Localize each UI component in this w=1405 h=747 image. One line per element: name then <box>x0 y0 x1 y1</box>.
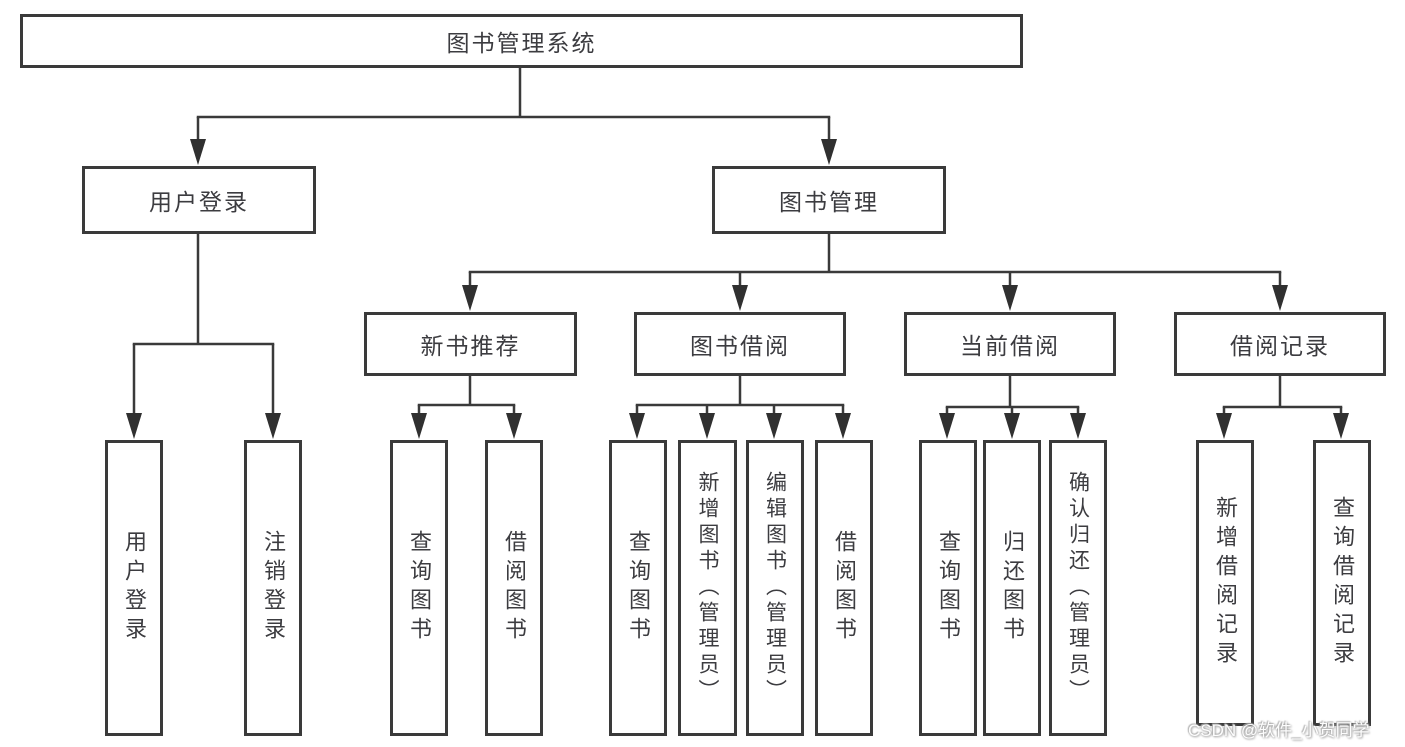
leaf-label: 借阅图书 <box>832 530 857 646</box>
leaf-query-books-current: 查询图书 <box>919 440 977 736</box>
leaf-query-books-borrow: 查询图书 <box>609 440 667 736</box>
node-book-management: 图书管理 <box>712 166 946 234</box>
node-user-login: 用户登录 <box>82 166 316 234</box>
leaf-confirm-return-admin: 确认归还（管理员） <box>1049 440 1107 736</box>
leaf-return-books: 归还图书 <box>983 440 1041 736</box>
leaf-label: 归还图书 <box>1000 530 1025 646</box>
leaf-borrow-books-recommend: 借阅图书 <box>485 440 543 736</box>
node-new-book-recommend: 新书推荐 <box>364 312 577 376</box>
leaf-label: 查询图书 <box>626 530 651 646</box>
leaf-logout: 注销登录 <box>244 440 302 736</box>
watermark: CSDN @软件_小贺同学 <box>1188 721 1370 740</box>
leaf-label: 查询图书 <box>407 530 432 646</box>
leaf-edit-books-admin: 编辑图书（管理员） <box>746 440 804 736</box>
leaf-add-books-admin: 新增图书（管理员） <box>678 440 737 736</box>
leaf-label: 查询图书 <box>936 530 961 646</box>
node-book-borrow: 图书借阅 <box>634 312 846 376</box>
leaf-query-books-recommend: 查询图书 <box>390 440 448 736</box>
leaf-label: 新增图书（管理员） <box>696 471 719 705</box>
leaf-add-borrow-record: 新增借阅记录 <box>1196 440 1254 726</box>
leaf-label: 编辑图书（管理员） <box>763 471 787 705</box>
leaf-label: 新增借阅记录 <box>1213 496 1238 670</box>
leaf-label: 用户登录 <box>122 530 147 646</box>
node-borrow-records: 借阅记录 <box>1174 312 1386 376</box>
node-library-system: 图书管理系统 <box>20 14 1023 68</box>
leaf-label: 注销登录 <box>261 530 286 646</box>
leaf-label: 查询借阅记录 <box>1330 496 1355 670</box>
node-current-borrow: 当前借阅 <box>904 312 1116 376</box>
leaf-user-login: 用户登录 <box>105 440 163 736</box>
leaf-query-borrow-record: 查询借阅记录 <box>1313 440 1371 726</box>
leaf-label: 确认归还（管理员） <box>1066 471 1090 705</box>
leaf-label: 借阅图书 <box>502 530 527 646</box>
leaf-borrow-books-2: 借阅图书 <box>815 440 873 736</box>
